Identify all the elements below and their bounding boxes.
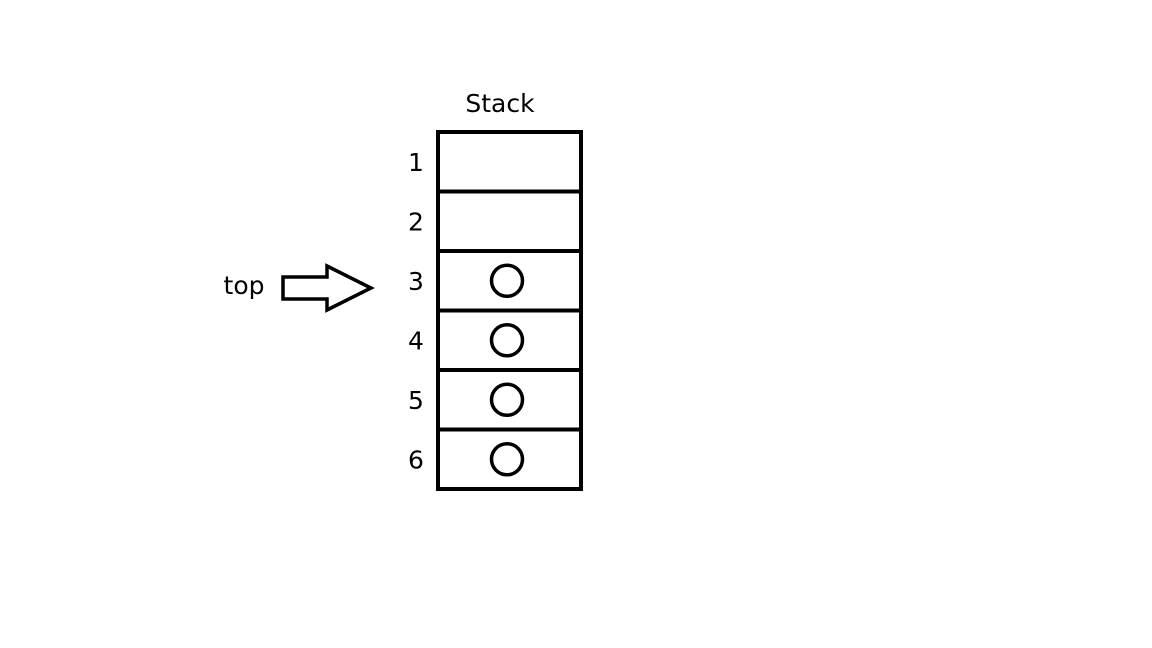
stack-slot-index: 5 <box>408 386 424 415</box>
stack-element-circle <box>489 323 525 358</box>
stack-slot-box <box>436 427 583 491</box>
stack-slot: 2 <box>408 189 583 253</box>
stack-slot: 1 <box>408 130 583 194</box>
stack-slot-index: 3 <box>408 267 424 296</box>
stack-slot-index: 2 <box>408 207 424 236</box>
stack-slot-index: 4 <box>408 326 424 355</box>
top-pointer-label: top <box>224 271 265 300</box>
stack-element-circle <box>489 263 525 298</box>
stack-element-circle <box>489 442 525 477</box>
stack-slot: 5 <box>408 368 583 432</box>
stack-slot-box <box>436 368 583 432</box>
stack-slots: 1 2 3 4 5 6 <box>408 130 583 491</box>
stack-slot-index: 1 <box>408 148 424 177</box>
stack-slot-box <box>436 308 583 372</box>
top-pointer-arrow <box>281 263 375 313</box>
stack-slot: 4 <box>408 308 583 372</box>
stack-slot-index: 6 <box>408 445 424 474</box>
stack-slot-box <box>436 189 583 253</box>
stack-slot: 6 <box>408 427 583 491</box>
stack-title: Stack <box>465 89 535 118</box>
stack-slot: 3 <box>408 249 583 313</box>
stack-element-circle <box>489 382 525 417</box>
stack-slot-box <box>436 249 583 313</box>
stack-slot-box <box>436 130 583 194</box>
